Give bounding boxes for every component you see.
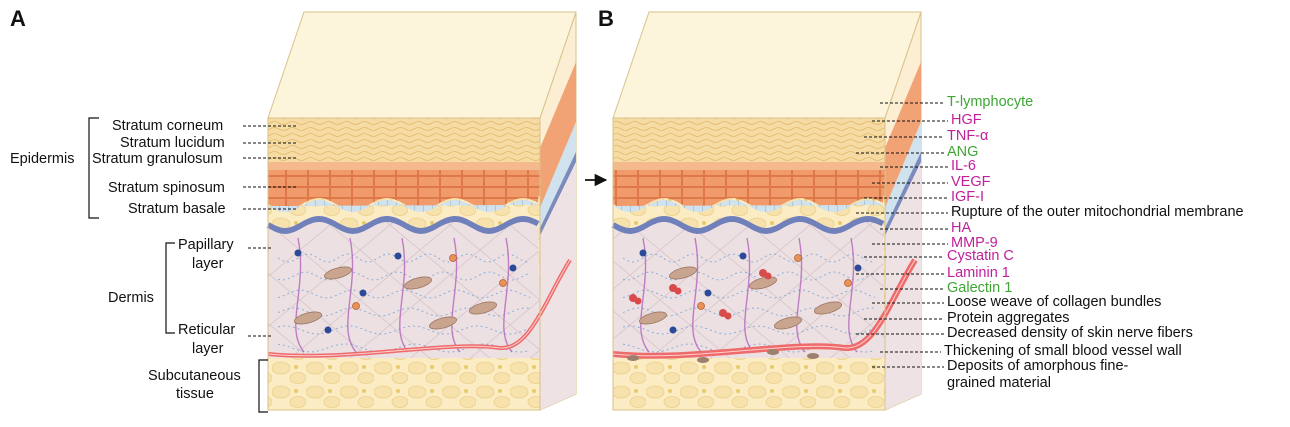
panel-a-letter: A: [10, 6, 26, 31]
skin-block-normal: [266, 11, 577, 411]
label-epidermis: Epidermis: [10, 151, 75, 167]
marker-label-5: IL-6: [951, 158, 976, 174]
label-reticular-layer: layer: [192, 341, 224, 357]
marker-label-3: TNF-α: [947, 128, 989, 144]
label-dermis: Dermis: [108, 290, 154, 306]
marker-label-4: ANG: [947, 144, 979, 160]
marker-label-2: HGF: [951, 112, 982, 128]
marker-label-16: Decreased density of skin nerve fibers: [947, 325, 1193, 341]
marker-label-15: Protein aggregates: [947, 310, 1070, 326]
marker-label-8: Rupture of the outer mitochondrial membr…: [951, 204, 1244, 220]
marker-label-13: Galectin 1: [947, 280, 1013, 296]
label-stratum-granulosum: Stratum granulosum: [92, 151, 223, 167]
skin-block-changed: [611, 11, 922, 411]
label-subcutaneous: Subcutaneous: [148, 368, 241, 384]
label-papillary: Papillary: [178, 237, 234, 253]
label-stratum-lucidum: Stratum lucidum: [120, 135, 225, 151]
marker-label-14: Loose weave of collagen bundles: [947, 294, 1162, 310]
marker-label-18: Deposits of amorphous fine-: [947, 358, 1129, 374]
marker-label-6: VEGF: [951, 174, 991, 190]
marker-label-7: IGF-I: [951, 189, 985, 205]
label-subcutaneous-tissue: tissue: [176, 386, 214, 402]
marker-label-17: Thickening of small blood vessel wall: [944, 343, 1182, 359]
label-reticular: Reticular: [178, 322, 236, 338]
label-stratum-spinosum: Stratum spinosum: [108, 180, 225, 196]
marker-label-19: grained material: [947, 375, 1051, 391]
marker-label-10: MMP-9: [951, 235, 998, 251]
marker-label-1: T-lymphocyte: [947, 94, 1034, 110]
marker-label-12: Laminin 1: [947, 265, 1010, 281]
panel-b-letter: B: [598, 6, 614, 31]
label-papillary-layer: layer: [192, 256, 224, 272]
label-stratum-basale: Stratum basale: [128, 201, 226, 217]
panel-a-brackets: [88, 117, 296, 413]
marker-label-9: HA: [951, 220, 972, 236]
label-stratum-corneum: Stratum corneum: [112, 118, 224, 134]
marker-label-11: Cystatin C: [947, 248, 1014, 264]
